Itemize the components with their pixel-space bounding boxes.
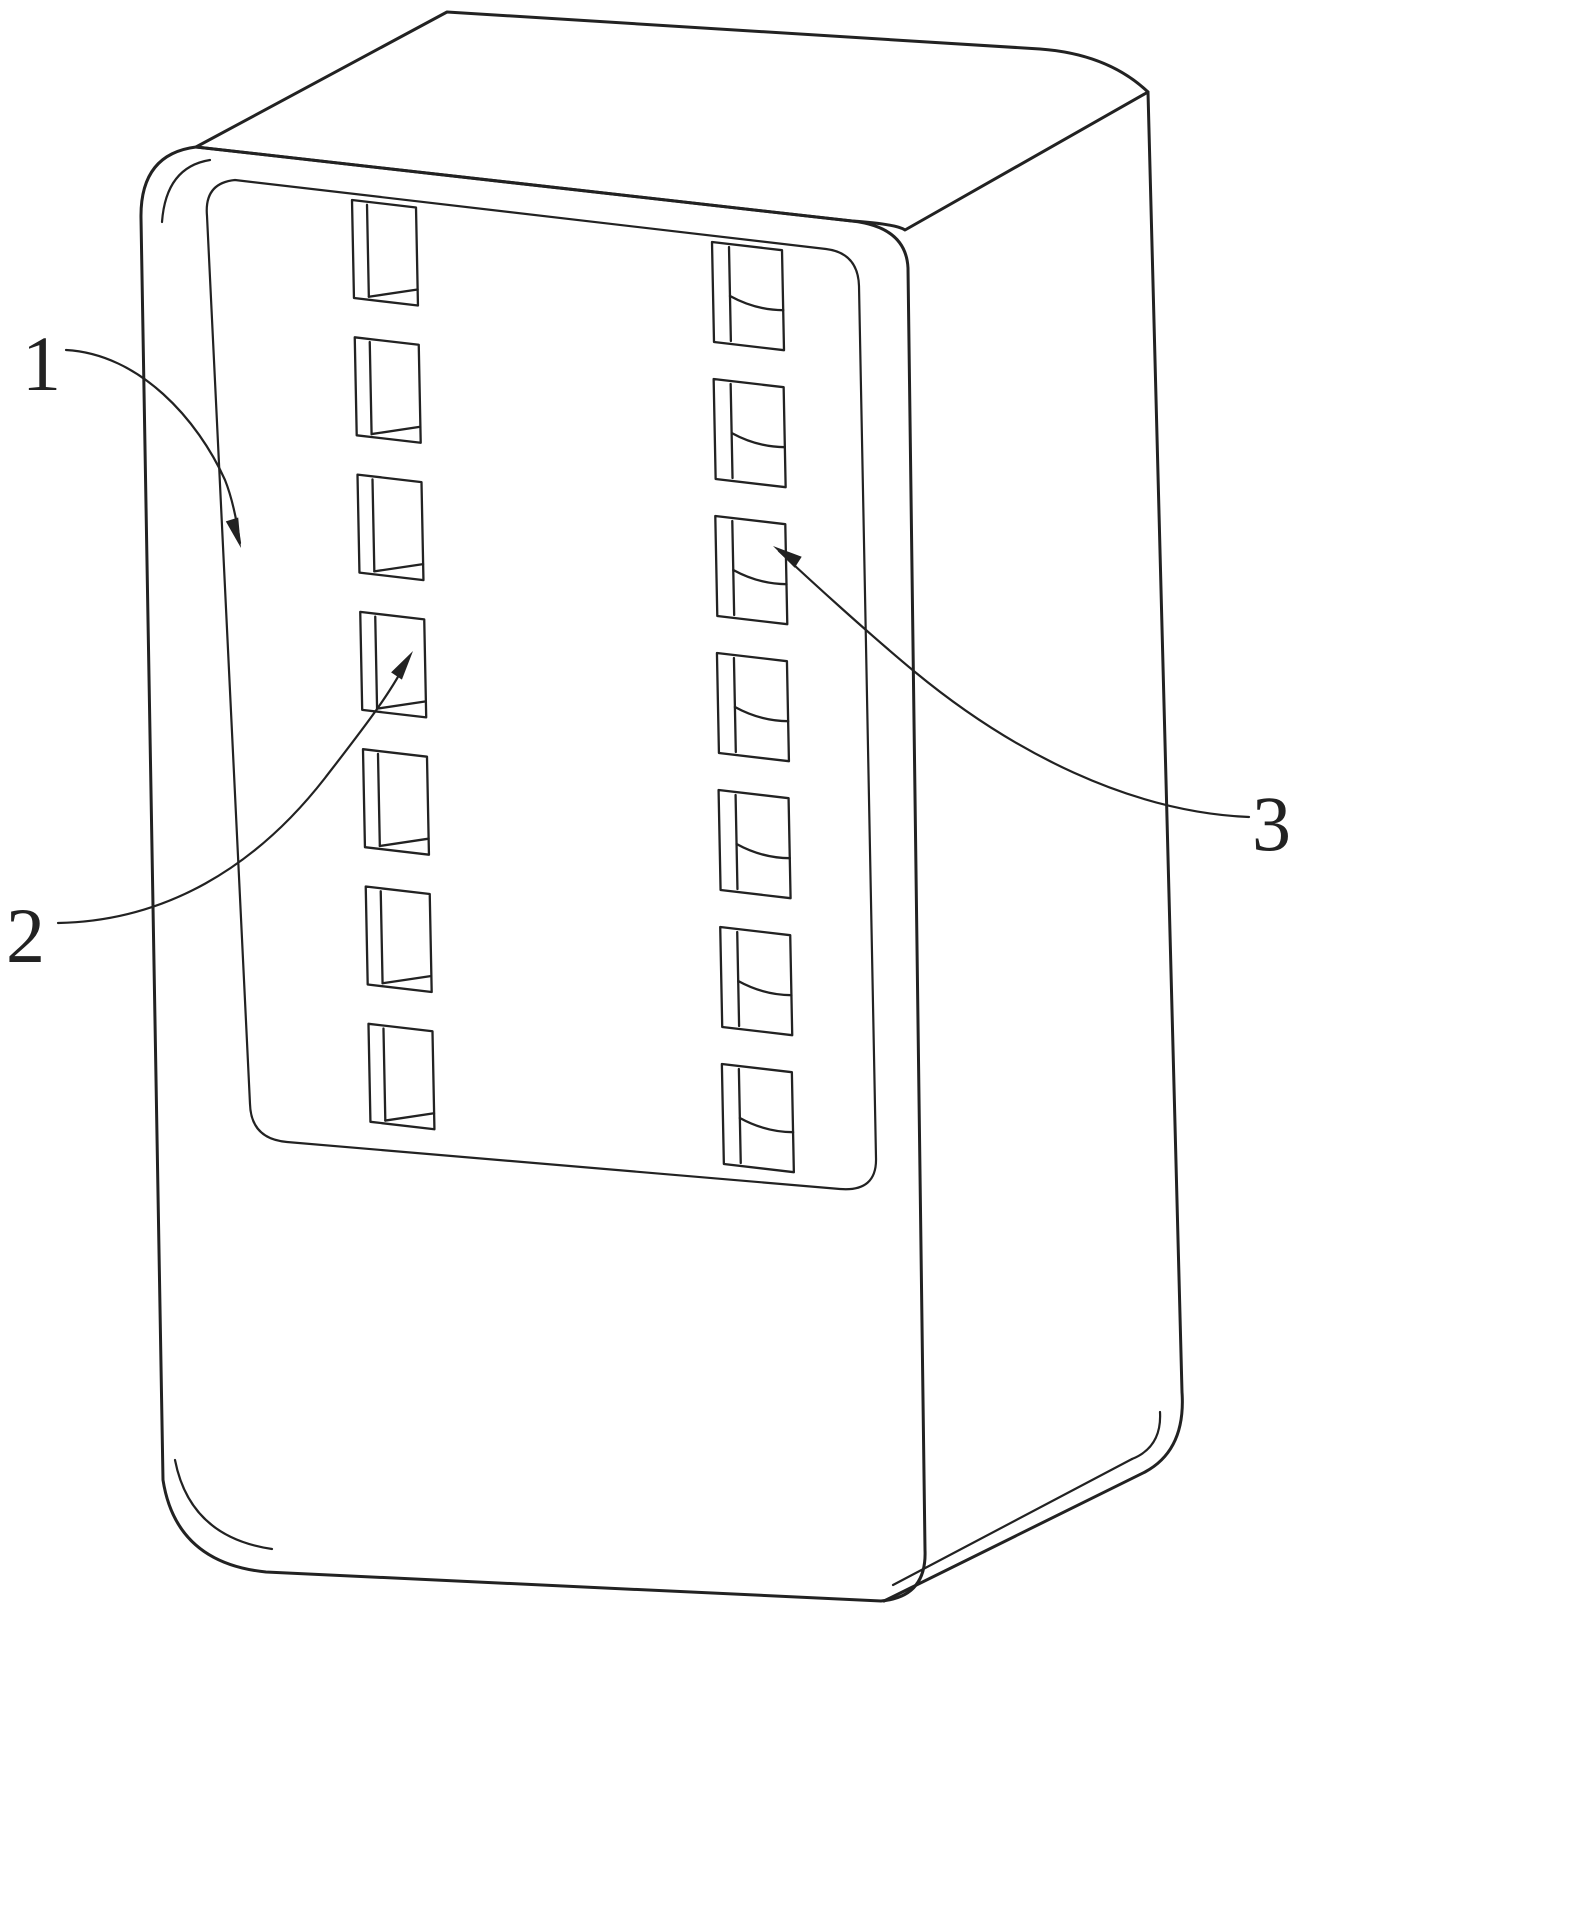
- slot-opening: [720, 1062, 796, 1174]
- slot-sidewall-edge: [737, 1067, 742, 1165]
- slot-floor-edge: [381, 974, 433, 985]
- front-panel: [205, 178, 878, 1191]
- slot-left-4: [359, 610, 428, 719]
- slot-right-3: [714, 514, 789, 626]
- slot-sidewall-edge: [727, 245, 733, 343]
- slot-sidewall-edge: [371, 478, 376, 573]
- slot-sidewall-edge: [734, 793, 739, 891]
- leader-line-1: [64, 348, 242, 545]
- annotations: 1 2 3: [6, 320, 1291, 979]
- leader-line-2: [56, 656, 410, 925]
- slot-right-5: [717, 788, 792, 900]
- slot-opening: [350, 198, 420, 307]
- slot-sidewall-edge: [736, 930, 741, 1028]
- arrowhead-2: [391, 651, 413, 680]
- arrowhead-1: [225, 517, 241, 548]
- slot-floor-edge: [373, 562, 425, 573]
- slot-floor-edge: [735, 842, 791, 860]
- slot-left-3: [356, 473, 425, 582]
- enclosure-side-face: [882, 90, 1184, 1603]
- leader-line-3: [777, 549, 1251, 819]
- edge-highlight-side-bottom: [891, 1457, 1134, 1587]
- slot-floor-edge: [737, 979, 793, 997]
- edge-highlight-bottom-left: [173, 1458, 274, 1551]
- slot-floor-edge: [378, 837, 430, 848]
- slot-floor-edge: [730, 431, 787, 449]
- label-2: 2: [6, 892, 45, 979]
- slot-right-6: [719, 925, 794, 1037]
- slot-opening: [717, 788, 792, 900]
- slot-floor-edge: [733, 705, 790, 723]
- slot-floor-edge: [384, 1112, 436, 1122]
- front-panel-outline: [205, 178, 878, 1191]
- edge-highlight-top-left: [160, 158, 212, 224]
- enclosure-top-face: [194, 10, 1150, 232]
- slot-floor-edge: [732, 568, 788, 586]
- slot-left-7: [367, 1022, 436, 1131]
- slot-floor-edge: [367, 288, 419, 298]
- slot-column-right: [710, 240, 796, 1174]
- slot-floor-edge: [738, 1116, 795, 1134]
- slot-floor-edge: [375, 700, 427, 710]
- slot-opening: [359, 610, 428, 719]
- edge-highlight-side-corner: [1130, 1410, 1162, 1461]
- enclosure-front-face: [139, 145, 927, 1603]
- slot-column-left: [350, 198, 436, 1131]
- enclosure-body: [139, 10, 1184, 1603]
- slot-opening: [367, 1022, 436, 1131]
- label-1: 1: [22, 320, 61, 407]
- slot-sidewall-edge: [376, 752, 381, 848]
- arrowhead-3: [773, 546, 802, 568]
- slot-left-1: [350, 198, 420, 307]
- slot-right-2: [712, 377, 787, 489]
- slot-sidewall-edge: [729, 382, 734, 480]
- slot-left-6: [364, 885, 433, 994]
- slot-floor-edge: [728, 294, 785, 312]
- slot-opening: [353, 336, 422, 444]
- slot-opening: [361, 748, 431, 856]
- slot-opening: [364, 885, 433, 994]
- label-3: 3: [1252, 780, 1291, 867]
- slot-opening: [710, 240, 786, 352]
- edge-highlights: [160, 158, 1162, 1587]
- slot-opening: [714, 514, 789, 626]
- slot-sidewall-edge: [731, 519, 736, 617]
- slot-sidewall-edge: [365, 203, 370, 298]
- slot-sidewall-edge: [382, 1027, 387, 1122]
- slot-right-1: [710, 240, 786, 352]
- slot-opening: [356, 473, 425, 582]
- slot-left-5: [361, 748, 431, 856]
- slot-sidewall-edge: [368, 340, 373, 436]
- slot-opening: [719, 925, 794, 1037]
- slot-sidewall-edge: [374, 615, 379, 710]
- slot-sidewall-edge: [379, 890, 384, 985]
- slot-right-7: [720, 1062, 796, 1174]
- slot-left-2: [353, 336, 422, 444]
- slot-opening: [715, 651, 791, 763]
- slot-floor-edge: [370, 425, 422, 436]
- slot-opening: [712, 377, 787, 489]
- slot-sidewall-edge: [732, 656, 737, 754]
- slot-right-4: [715, 651, 791, 763]
